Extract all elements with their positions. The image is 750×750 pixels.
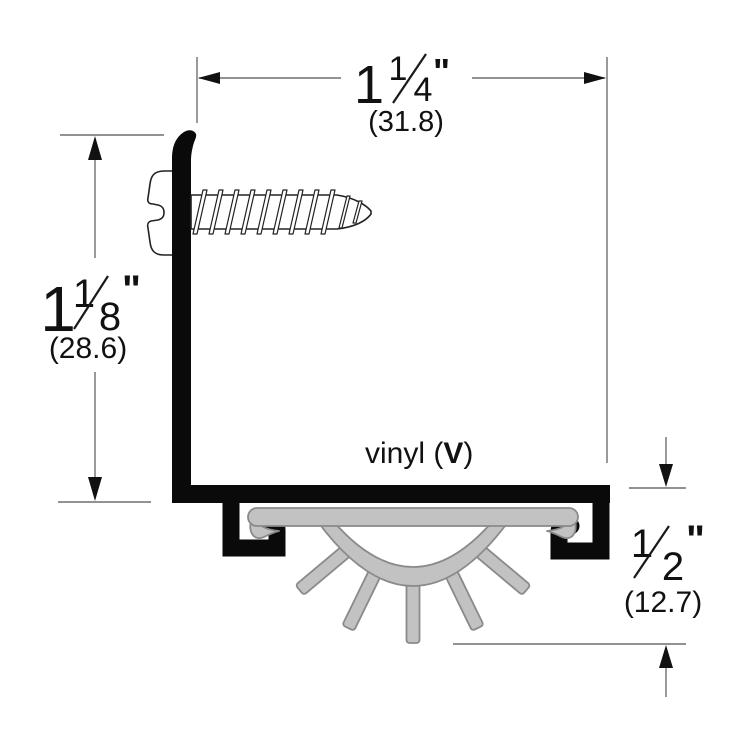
insert-dimension: 1 2 " (12.7) <box>453 437 705 697</box>
width-numerator: 1 <box>389 50 408 88</box>
height-arrow-up <box>88 136 102 160</box>
width-dimension: 1 1 4 " (31.8) <box>196 50 608 463</box>
width-arrow-left <box>198 72 220 84</box>
vinyl-fins <box>295 540 531 644</box>
width-arrow-right <box>584 72 606 84</box>
vinyl-insert <box>247 507 579 644</box>
height-fraction-slash <box>73 275 109 330</box>
vinyl-label-suffix: ) <box>463 437 473 470</box>
vinyl-material-label: vinyl (V) <box>365 437 473 470</box>
insert-fraction-slash <box>633 525 670 579</box>
width-denominator: 4 <box>414 71 433 109</box>
height-metric: (28.6) <box>49 332 127 365</box>
insert-denominator: 2 <box>662 545 684 589</box>
screw-shank <box>190 189 372 235</box>
insert-arrow-up <box>659 645 673 668</box>
screw-threads <box>192 189 363 235</box>
height-denominator: 8 <box>99 295 121 339</box>
height-numerator: 1 <box>73 272 95 316</box>
vinyl-bulb-arc <box>317 521 509 587</box>
insert-arrow-down <box>659 464 673 487</box>
height-unit: " <box>122 268 141 312</box>
vinyl-label-code: V <box>443 437 463 470</box>
width-fraction-slash <box>392 53 427 104</box>
screw-head <box>146 170 180 256</box>
height-dimension: 1 1 8 " (28.6) <box>40 134 164 503</box>
width-metric: (31.8) <box>368 106 444 138</box>
width-whole: 1 <box>354 55 384 115</box>
height-whole: 1 <box>40 273 76 345</box>
vinyl-top-plate <box>247 507 579 527</box>
vinyl-label-prefix: vinyl ( <box>365 437 443 470</box>
insert-numerator: 1 <box>631 522 653 566</box>
insert-metric: (12.7) <box>624 586 702 619</box>
insert-unit: " <box>686 518 705 562</box>
screw <box>146 170 180 256</box>
width-unit: " <box>433 51 450 92</box>
height-arrow-down <box>88 477 102 501</box>
